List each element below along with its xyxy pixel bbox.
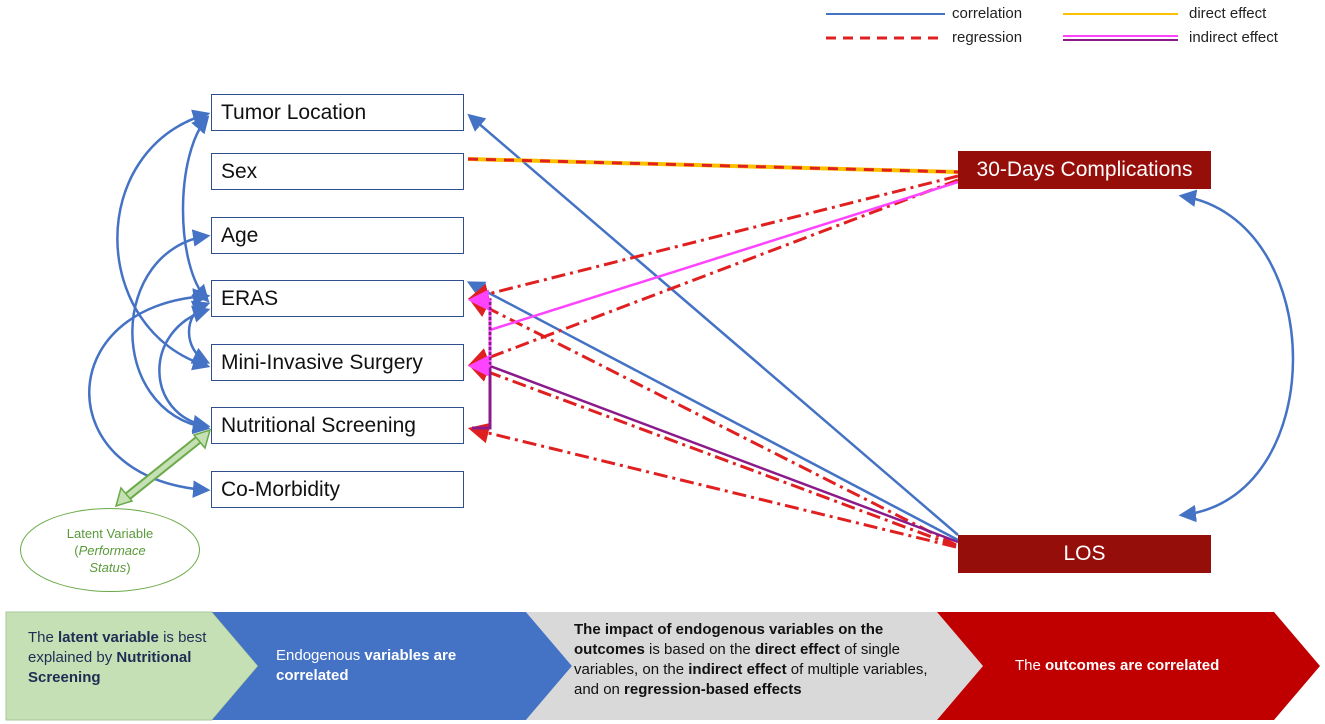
arc-complications-los <box>1178 189 1295 523</box>
reg-los-mis <box>468 362 957 548</box>
legend-direct-effect-label: direct effect <box>1189 5 1267 22</box>
node-nutritional-screening: Nutritional Screening <box>211 407 464 444</box>
latent-title: Latent Variable <box>66 526 154 541</box>
legend-regression-label: regression <box>952 29 1023 46</box>
indirect-mis-los <box>489 364 959 544</box>
legend <box>826 13 1178 41</box>
latent-variable: Latent Variable (Performace Status) <box>20 508 200 592</box>
latent-line3: Status) <box>89 560 131 575</box>
latent-arrow <box>114 428 212 508</box>
latent-line2: (Performace <box>74 543 146 558</box>
reg-los-eras <box>468 298 957 547</box>
indirect-mis-complications <box>489 180 959 332</box>
node-eras: ERAS <box>211 280 464 317</box>
legend-indirect-effect-label: indirect effect <box>1189 29 1278 46</box>
band-step-3 <box>526 612 983 720</box>
node-los: LOS <box>958 535 1211 573</box>
reg-complications-eras <box>467 174 959 305</box>
regression-sex-complications <box>467 157 959 174</box>
band-text-1: The latent variable is best explained by… <box>28 629 207 686</box>
arc-eras-nutrition <box>158 305 211 433</box>
indirect-bracket <box>467 289 492 430</box>
corr-los-tumor <box>467 113 959 536</box>
correlation-arcs <box>88 109 211 498</box>
summary-band <box>5 611 1320 721</box>
reg-complications-mis <box>468 178 959 368</box>
reg-los-nutrition <box>467 422 957 549</box>
node-co-morbidity: Co-Morbidity <box>211 471 464 508</box>
arc-age-nutrition <box>131 229 211 435</box>
node-30-days-complications: 30-Days Complications <box>958 151 1211 189</box>
band-text-3: The impact of endogenous variables on th… <box>574 621 928 698</box>
band-text-4: The outcomes are correlated <box>1015 657 1220 674</box>
corr-los-eras <box>466 281 959 542</box>
arc-tumor-eras <box>181 115 210 303</box>
regression-lines <box>467 174 959 549</box>
node-tumor-location: Tumor Location <box>211 94 464 131</box>
legend-correlation-label: correlation <box>952 5 1023 22</box>
band-step-2 <box>212 612 572 720</box>
node-age: Age <box>211 217 464 254</box>
node-mini-invasive-surgery: Mini-Invasive Surgery <box>211 344 464 381</box>
band-step-4 <box>937 612 1320 720</box>
node-sex: Sex <box>211 153 464 190</box>
band-text-2: Endogenous variables are correlated <box>276 647 457 684</box>
